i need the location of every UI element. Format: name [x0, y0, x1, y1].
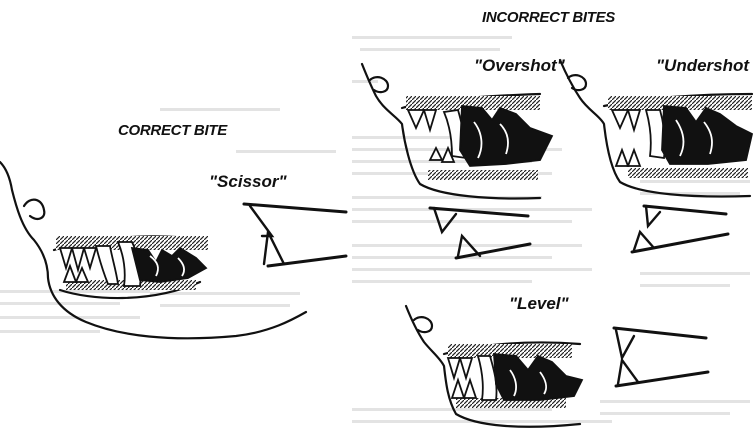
overshot-lower-gums — [428, 170, 538, 180]
undershot-bite-diagram — [632, 206, 728, 252]
undershot-label: "Undershot — [656, 56, 749, 76]
incorrect-bites-heading: INCORRECT BITES — [482, 9, 615, 26]
level-bite-diagram — [614, 328, 708, 386]
level-teeth — [448, 354, 582, 400]
scissor-label: "Scissor" — [209, 172, 287, 192]
overshot-bite-diagram — [430, 208, 530, 258]
overshot-label: "Overshot" — [474, 56, 565, 76]
undershot-lower-gums — [628, 168, 748, 178]
scissor-bite-diagram — [244, 204, 346, 266]
undershot-teeth — [612, 106, 752, 166]
level-label: "Level" — [509, 294, 569, 314]
correct-bite-heading: CORRECT BITE — [118, 122, 227, 139]
overshot-teeth — [408, 106, 552, 166]
